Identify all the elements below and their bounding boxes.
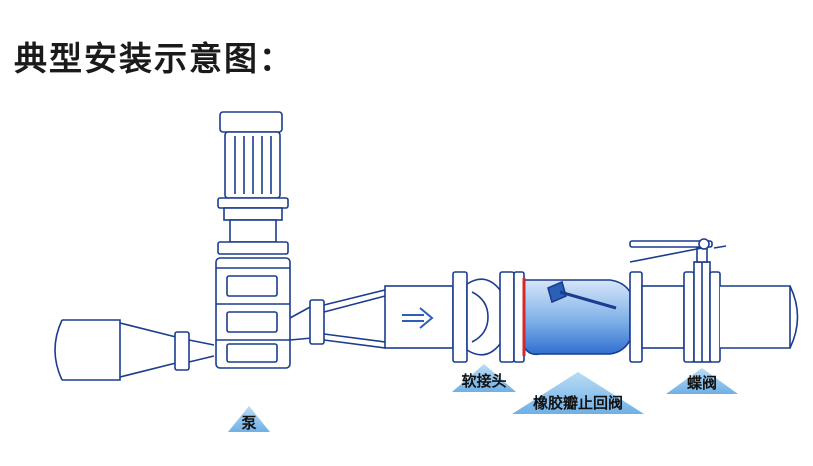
butterfly-valve bbox=[683, 247, 721, 363]
butterfly-label-triangle bbox=[666, 368, 738, 394]
butterfly-handle bbox=[629, 238, 727, 263]
check-valve-flap bbox=[522, 278, 617, 356]
outlet-reducer bbox=[289, 289, 386, 349]
check-valve-label: 橡胶瓣止回阀 bbox=[533, 394, 623, 412]
discharge-pipe bbox=[384, 285, 454, 349]
diagram-title: 典型安装示意图： bbox=[14, 39, 294, 78]
check-valve-label-triangle bbox=[512, 372, 644, 414]
butterfly-valve-label: 蝶阀 bbox=[687, 374, 717, 392]
outlet-pipe bbox=[720, 285, 799, 349]
pump-label-triangle bbox=[228, 406, 270, 432]
inlet-pipe bbox=[54, 319, 215, 381]
spool-pipe bbox=[641, 285, 685, 349]
flex-joint-label-triangle bbox=[452, 364, 516, 392]
pump-body bbox=[215, 257, 291, 369]
flow-arrow-icon bbox=[402, 307, 434, 329]
pump-label: 泵 bbox=[241, 414, 256, 432]
flexible-joint bbox=[452, 271, 515, 363]
pump-motor bbox=[217, 111, 289, 255]
flex-joint-label: 软接头 bbox=[461, 372, 506, 390]
check-valve bbox=[513, 271, 643, 363]
label-markers bbox=[228, 364, 738, 432]
